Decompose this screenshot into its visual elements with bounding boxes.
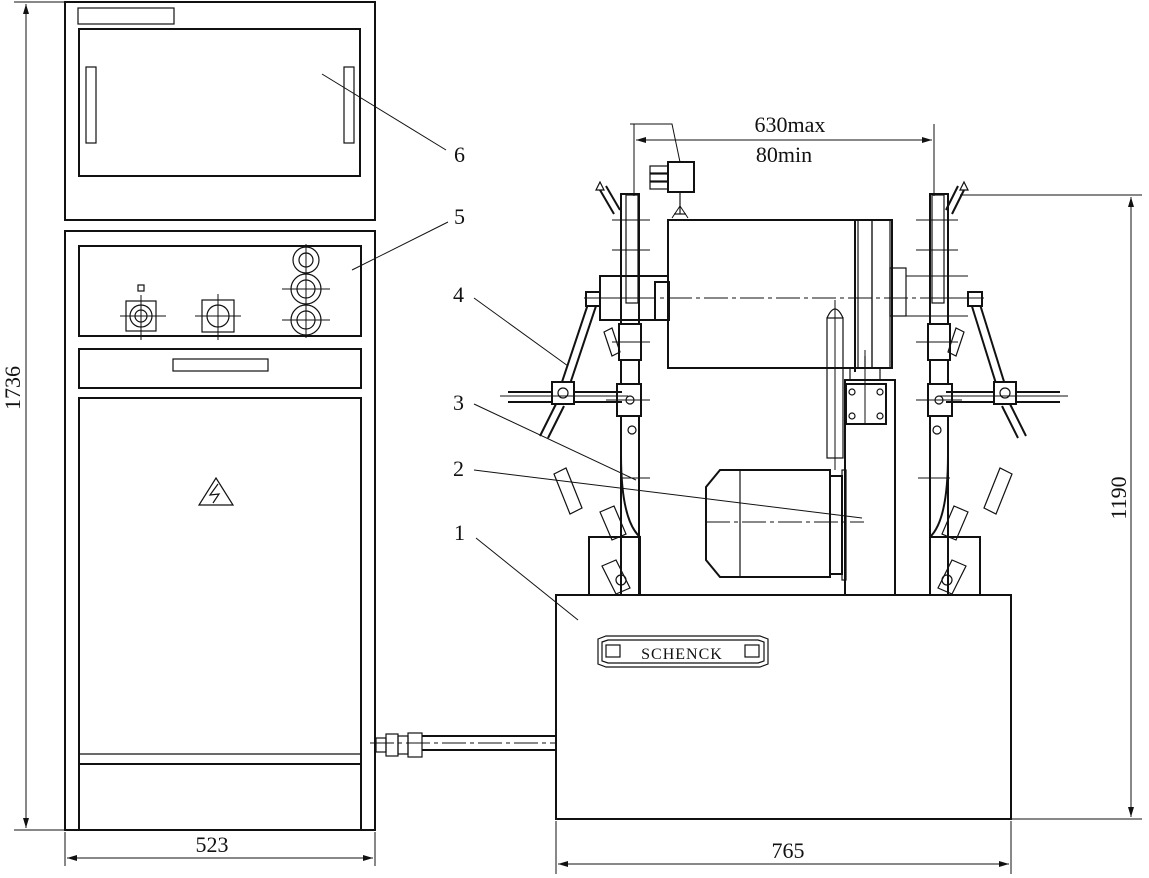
cabinet-control-panel [78, 245, 362, 337]
cabinet-height-dimension: 1736 [0, 1, 64, 831]
right-pedestal [916, 193, 981, 596]
cabinet-width-label: 523 [196, 832, 229, 857]
span-dimension: 630max 80min [630, 112, 935, 196]
top-sensor [649, 161, 695, 219]
panel-switch-middle [195, 294, 241, 340]
machine-width-label: 765 [772, 838, 805, 863]
callout-1: 1 [454, 520, 465, 545]
span-max-label: 630max [755, 112, 826, 137]
panel-dials [282, 244, 330, 338]
cabinet-plinth [78, 763, 362, 831]
callout-4: 4 [453, 282, 464, 307]
left-pedestal [588, 193, 650, 596]
cabinet-upper-body [64, 1, 376, 221]
cabinet-main-door [78, 397, 362, 765]
left-support-arms [500, 180, 648, 595]
machine-height-label: 1190 [1106, 476, 1131, 519]
callout-3: 3 [453, 390, 464, 415]
door-handle-right [343, 66, 355, 144]
cabinet-lower-body [64, 230, 376, 831]
cabinet-nameplate [77, 7, 175, 25]
callout-leaders [321, 73, 863, 621]
panel-switch-left [120, 284, 166, 340]
connecting-cable [370, 732, 556, 758]
brand-label: SCHENCK [641, 646, 723, 663]
callout-numbers: 1 2 3 4 5 6 [453, 142, 465, 545]
span-min-label: 80min [756, 142, 812, 167]
cabinet-drawer [78, 348, 362, 389]
right-support-arms [920, 180, 1068, 595]
machine-base [555, 594, 1012, 820]
callout-2: 2 [453, 456, 464, 481]
callout-5: 5 [454, 204, 465, 229]
cabinet-upper-door [78, 28, 361, 177]
control-cabinet [64, 1, 376, 831]
drawer-handle [172, 358, 269, 372]
rotor-workpiece [596, 219, 972, 369]
cabinet-width-dimension: 523 [64, 832, 376, 866]
drive-motor [705, 469, 864, 581]
balancing-machine: SCHENCK [500, 161, 1068, 820]
brand-plate: SCHENCK [597, 635, 769, 668]
drive-column [826, 220, 896, 596]
machine-height-dimension: 1190 [960, 194, 1142, 820]
cabinet-height-label: 1736 [0, 366, 25, 410]
machine-width-dimension: 765 [555, 821, 1012, 874]
callout-6: 6 [454, 142, 465, 167]
door-handle-left [85, 66, 97, 144]
high-voltage-warning-icon [197, 476, 235, 506]
